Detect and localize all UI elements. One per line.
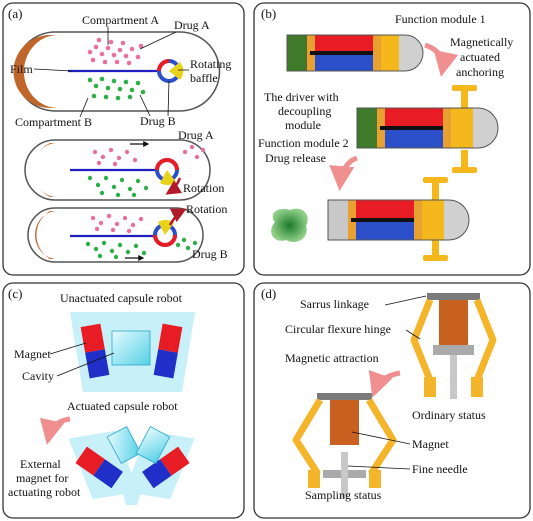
label-ordinary: Ordinary status [412, 408, 486, 422]
label-drug-a-top: Drug A [174, 18, 210, 32]
panel-a-tag: (a) [8, 6, 22, 21]
label-drug-b-bottom: Drug B [192, 247, 228, 261]
label-compartment-a: Compartment A [82, 13, 159, 27]
label-magnet-c: Magnet [14, 347, 51, 361]
label-mag-anchor-1: Magnetically [450, 35, 513, 49]
label-cavity: Cavity [22, 369, 54, 383]
capsule-a1 [13, 31, 221, 112]
label-function-module-1: Function module 1 [395, 12, 486, 26]
panel-a: (a) [2, 2, 245, 276]
actuated-robot [68, 426, 195, 505]
capsule-a3 [27, 207, 204, 263]
label-actuated: Actuated capsule robot [67, 399, 178, 413]
label-external-1: External [20, 457, 61, 471]
panel-d-tag: (d) [261, 286, 276, 301]
label-rotating-2: baffle [190, 71, 218, 85]
capsule-b3 [327, 177, 470, 261]
label-magnet-d: Magnet [412, 437, 449, 451]
label-external-2: magnet for [16, 471, 68, 485]
label-rotating-1: Rotating [190, 57, 231, 71]
label-attraction: Magnetic attraction [285, 351, 379, 365]
label-drug-release: Drug release [265, 151, 326, 165]
label-driver-3: module [285, 118, 321, 132]
label-function-module-2: Function module 2 [258, 136, 349, 150]
panel-b-tag: (b) [261, 6, 276, 21]
capsule-b2 [356, 85, 499, 173]
label-unactuated: Unactuated capsule robot [60, 291, 183, 305]
drug-b-particles [87, 76, 146, 101]
label-sampling: Sampling status [305, 488, 382, 502]
unactuated-robot [70, 312, 195, 392]
panel-c-tag: (c) [8, 286, 22, 301]
label-rotation-2: Rotation [186, 202, 227, 216]
label-flexure: Circular flexure hinge [285, 322, 391, 336]
label-drug-a-mid: Drug A [178, 128, 214, 142]
label-rotation-1: Rotation [183, 181, 224, 195]
label-external-3: actuating robot [8, 485, 81, 499]
ordinary-robot [410, 293, 497, 399]
label-driver-2: decoupling [278, 104, 331, 118]
capsule-a2 [24, 139, 211, 201]
sampling-robot [292, 393, 397, 498]
panel-b: (b) Function module 1 Magnetically actua… [253, 2, 531, 276]
label-mag-anchor-3: anchoring [456, 65, 504, 79]
drug-a-particles [87, 37, 144, 66]
label-film: Film [10, 62, 33, 76]
released-drug-blob [271, 208, 308, 243]
label-drug-b-top: Drug B [140, 114, 176, 128]
label-needle: Fine needle [412, 462, 468, 476]
panel-c: (c) Unactuated capsule robot Magnet Cavi… [2, 282, 245, 519]
label-driver-1: The driver with [264, 90, 339, 104]
label-compartment-b: Compartment B [15, 115, 92, 129]
capsule-b1 [286, 34, 424, 72]
label-mag-anchor-2: actuated [460, 50, 500, 64]
panel-d: (d) Sarrus linkage Circular flexure hing… [253, 282, 531, 519]
label-sarrus: Sarrus linkage [300, 297, 369, 311]
